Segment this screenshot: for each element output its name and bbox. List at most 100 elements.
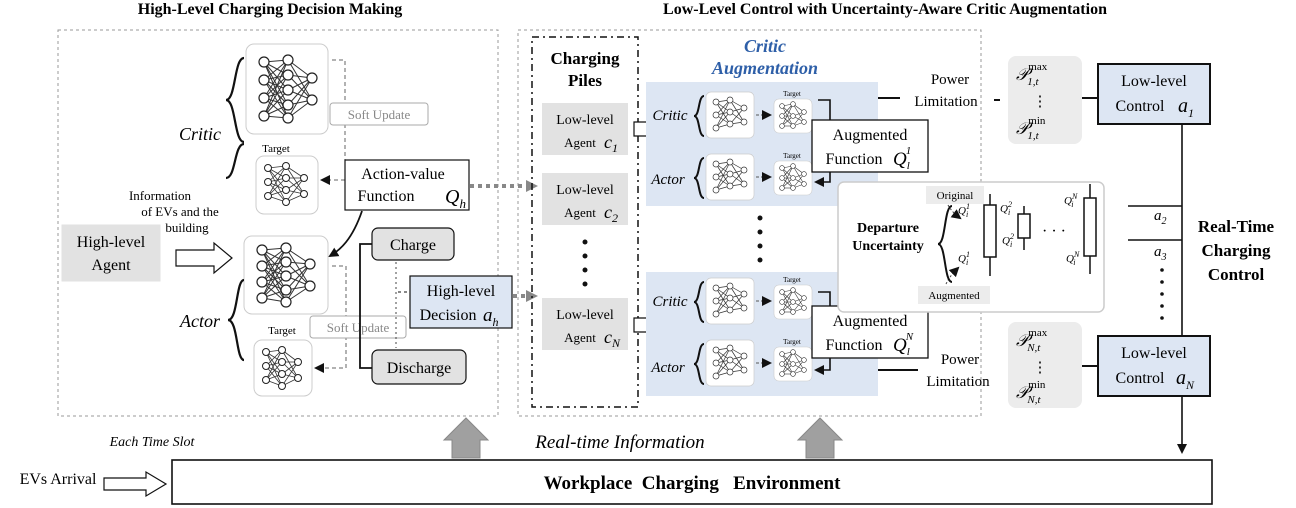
critic-network-main xyxy=(245,43,329,135)
ll-actor-brace-1 xyxy=(693,157,705,199)
ll-critic-target-label-1: Target xyxy=(783,90,801,98)
realtime-information-label: Real-time Information xyxy=(534,432,704,453)
rt-title-2: Charging xyxy=(1202,241,1271,260)
departure-label-1: Departure xyxy=(857,221,919,236)
ll-vertical-ellipsis xyxy=(757,215,763,263)
low-level-agent-1: Low-level Agent c1 xyxy=(542,103,628,155)
actor-network-main xyxy=(243,235,329,315)
charge-discharge-bracket xyxy=(359,243,372,369)
ll-critic-brace-n xyxy=(693,281,705,323)
low-level-control-n-box xyxy=(1097,335,1211,397)
low-level-control-1-box xyxy=(1097,63,1211,125)
low-level-agent-2: Low-level Agent c2 xyxy=(542,173,628,225)
box2 xyxy=(1017,213,1031,239)
p1-vdots: ⋮ xyxy=(1033,94,1048,110)
power-limitation-top-2: Limitation xyxy=(914,94,978,110)
a3-symbol: a3 xyxy=(1154,244,1167,263)
ll-actor-target-n xyxy=(773,346,813,382)
boxn xyxy=(1083,197,1097,257)
charging-piles-title-1: Charging xyxy=(551,49,620,68)
actor-target-network xyxy=(253,339,313,397)
ll-actor-label-n: Actor xyxy=(650,360,684,376)
pn-range-box xyxy=(1008,322,1082,408)
action-value-label-1: Action-value xyxy=(361,166,445,183)
high-level-agent-label-2: Agent xyxy=(91,257,131,274)
ll-critic-brace-1 xyxy=(693,95,705,137)
critic-brace xyxy=(225,56,245,144)
agent-to-actor-arrow xyxy=(175,241,233,275)
environment-label: Workplace Charging Environment xyxy=(544,473,841,494)
ll-critic-net-n xyxy=(705,277,755,325)
top-critic-bracket xyxy=(818,99,831,120)
augmented-function-n-label-2: Function xyxy=(826,337,883,354)
augmented-function-1-label-2: Function xyxy=(826,151,883,168)
top-actor-bracket xyxy=(814,168,831,187)
low-level-agent-n: Low-level Agent cN xyxy=(542,298,628,350)
critic-brace-lower xyxy=(225,142,245,180)
low-level-control-1-label-2: Control xyxy=(1116,98,1165,115)
critic-target-label: Target xyxy=(262,143,290,155)
departure-label-2: Uncertainty xyxy=(852,239,924,254)
high-level-agent-label-1: High-level xyxy=(77,234,146,251)
ll-actor-target-label-n: Target xyxy=(783,338,801,346)
piles-ellipsis xyxy=(582,239,588,287)
uncertainty-panel xyxy=(837,181,1105,313)
power-limitation-bottom-1: Power xyxy=(941,352,979,368)
info-text-3: building xyxy=(165,220,209,235)
action-value-label-2: Function xyxy=(358,188,415,205)
high-level-decision-box xyxy=(409,275,513,329)
low-level-control-n-label-2: Control xyxy=(1116,370,1165,387)
high-level-agent-box xyxy=(61,224,161,282)
decision-label-2: Decision xyxy=(420,307,477,324)
ll-critic-target-label-n: Target xyxy=(783,276,801,284)
ll-critic-net-1 xyxy=(705,91,755,139)
ll-actor-target-label-1: Target xyxy=(783,152,801,160)
augmented-tag xyxy=(918,286,990,304)
high-level-panel xyxy=(57,29,499,417)
charge-label: Charge xyxy=(390,237,436,254)
info-text-1: Information xyxy=(129,188,192,203)
uncertainty-brace xyxy=(937,205,953,283)
ll-critic-target-1 xyxy=(773,98,813,134)
actor-label: Actor xyxy=(179,311,221,331)
discharge-box xyxy=(371,349,467,385)
rt-title-3: Control xyxy=(1208,265,1265,284)
box1 xyxy=(983,204,997,258)
critic-augmentation-title-2: Augmentation xyxy=(711,58,818,78)
q-l-1-symbol: Ql1 xyxy=(893,145,911,172)
environment-box xyxy=(171,459,1213,505)
bottom-critic-bracket xyxy=(818,291,831,306)
left-section-title: High-Level Charging Decision Making xyxy=(138,1,402,18)
charging-piles-title-2: Piles xyxy=(568,71,602,90)
env-to-low-arrow xyxy=(796,417,844,459)
q-l-n-symbol: QlN xyxy=(893,331,914,358)
charge-box xyxy=(371,227,455,261)
augmented-tag-label: Augmented xyxy=(928,290,980,302)
charging-piles-box xyxy=(531,36,639,408)
critic-target-network xyxy=(255,155,319,215)
critic-soft-update-box xyxy=(329,102,429,126)
power-limitation-top-1: Power xyxy=(931,72,969,88)
svg-text:Low-level: Low-level xyxy=(556,183,614,198)
svg-text:Low-level: Low-level xyxy=(556,113,614,128)
decision-label-1: High-level xyxy=(427,283,496,300)
box-ellipsis: · · · xyxy=(1042,223,1066,240)
actor-target-label: Target xyxy=(268,325,296,337)
actor-soft-update-box xyxy=(309,315,407,339)
info-text-2: of EVs and the xyxy=(141,204,219,219)
discharge-label: Discharge xyxy=(387,360,452,377)
ll-critic-target-n xyxy=(773,284,813,320)
right-section-title: Low-Level Control with Uncertainty-Aware… xyxy=(663,1,1107,18)
low-level-control-1-label-1: Low-level xyxy=(1121,73,1187,90)
original-tag xyxy=(926,186,984,204)
p1-range-box xyxy=(1008,56,1082,144)
svg-text:Agent: Agent xyxy=(564,330,596,345)
bottom-actor-bracket xyxy=(814,358,831,375)
